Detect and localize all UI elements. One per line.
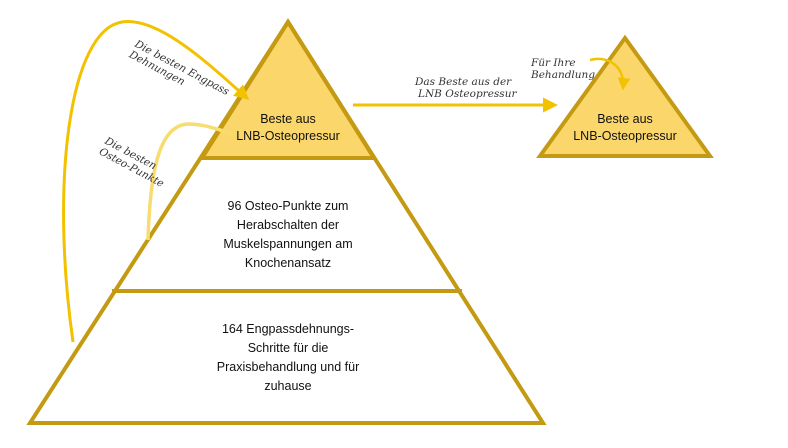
small-triangle-line1: Beste aus — [597, 112, 653, 126]
main-pyramid-outline — [26, 18, 547, 425]
behandlung-curve-arrow — [589, 57, 631, 91]
bottom-tier-line3: Praxisbehandlung und für — [217, 360, 359, 374]
middle-tier-line2: Herabschalten der — [237, 218, 339, 232]
transfer-annotation-line2: LNB Osteopressur — [417, 88, 517, 100]
top-tier-line1: Beste aus — [260, 112, 316, 126]
small-triangle — [536, 34, 714, 158]
osteo-annotation: Die besten Osteo-Punkte — [97, 135, 166, 190]
middle-tier-line4: Knochenansatz — [245, 256, 331, 270]
middle-tier-line1: 96 Osteo-Punkte zum — [228, 199, 349, 213]
bottom-tier-line2: Schritte für die — [248, 341, 329, 355]
bottom-tier-line1: 164 Engpassdehnungs- — [222, 322, 354, 336]
osteo-curve-line — [146, 122, 233, 241]
behandlung-annotation-line2: Behandlung — [530, 69, 595, 81]
transfer-annotation-line1: Das Beste aus der — [414, 76, 512, 88]
behandlung-annotation-line1: Für Ihre — [530, 57, 576, 69]
middle-tier-line3: Muskelspannungen am — [223, 237, 352, 251]
engpass-annotation: Die besten Engpass Dehnungen — [126, 38, 231, 99]
engpass-curve-arrow — [62, 20, 250, 343]
bottom-tier-line4: zuhause — [264, 379, 311, 393]
top-tier-line2: LNB-Osteopressur — [236, 129, 340, 143]
small-triangle-line2: LNB-Osteopressur — [573, 129, 677, 143]
